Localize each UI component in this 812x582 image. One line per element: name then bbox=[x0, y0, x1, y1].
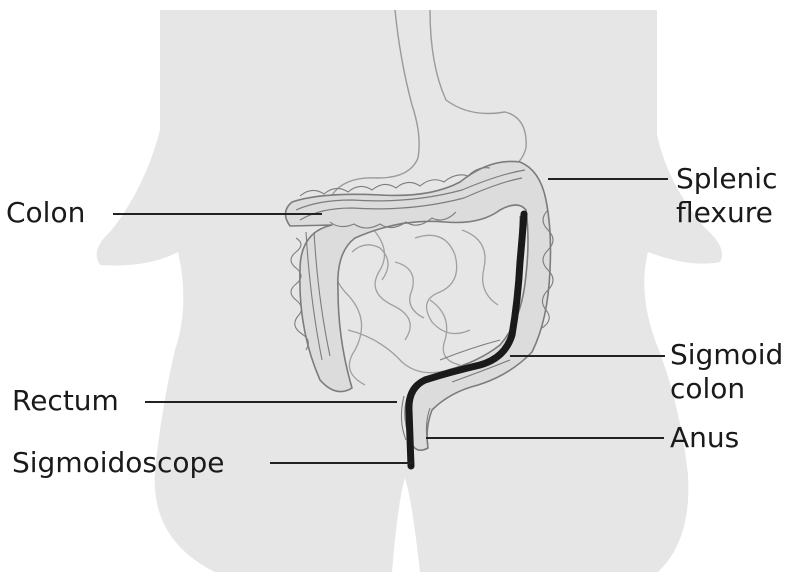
label-rectum: Rectum bbox=[12, 384, 119, 417]
label-sigmoidoscope: Sigmoidoscope bbox=[12, 446, 225, 479]
label-sigmoid-colon-line2: colon bbox=[670, 372, 745, 405]
label-sigmoid-colon-line1: Sigmoid bbox=[670, 338, 783, 371]
label-colon: Colon bbox=[6, 196, 85, 229]
label-splenic-flexure-line2: flexure bbox=[676, 196, 773, 229]
label-splenic-flexure-line1: Splenic bbox=[676, 162, 777, 195]
label-anus: Anus bbox=[670, 421, 739, 454]
